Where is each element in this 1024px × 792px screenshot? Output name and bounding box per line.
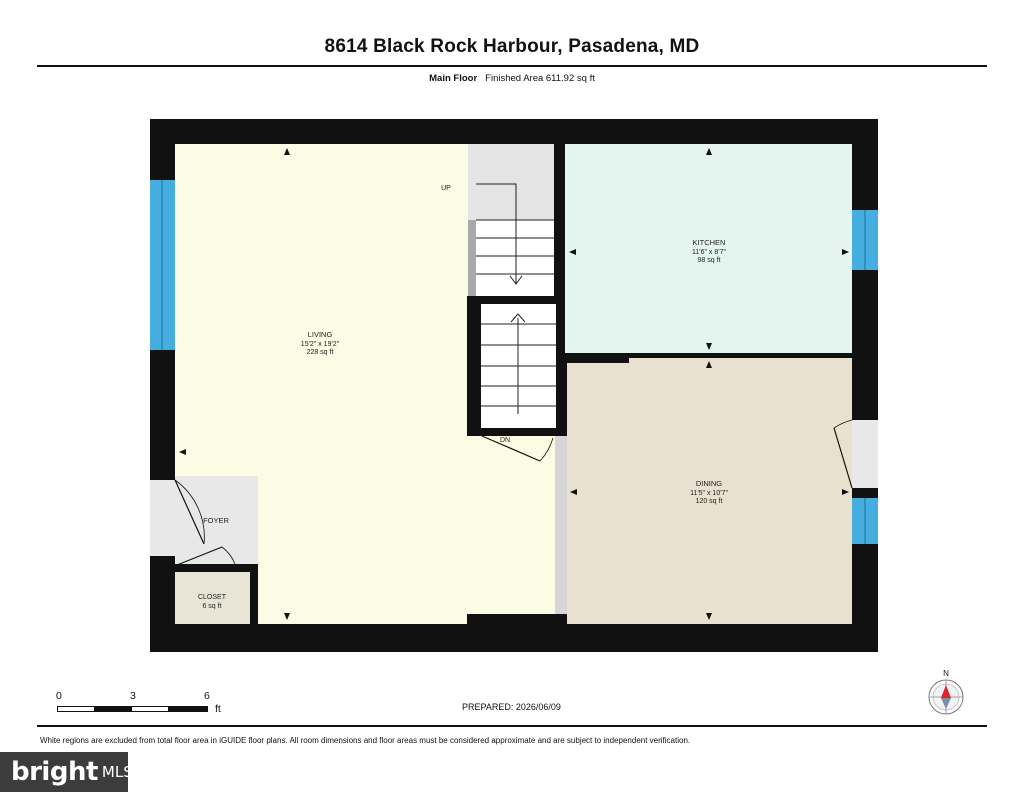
front-door-opening <box>150 480 175 556</box>
kitchen-area: 98 sq ft <box>698 257 721 264</box>
closet-door-leaf <box>176 546 223 566</box>
living-name: LIVING <box>308 330 333 339</box>
living-dims: 15'2" x 19'2" <box>301 341 340 348</box>
foyer-floor <box>175 476 258 572</box>
scale-segment <box>94 706 132 712</box>
prepared-date: PREPARED: 2026/06/09 <box>462 702 561 712</box>
stair-landing <box>468 144 554 220</box>
closet-top-wall <box>175 564 250 572</box>
scale-segment <box>168 706 208 712</box>
foyer-name: FOYER <box>203 516 229 525</box>
kitchen-dining-wall <box>565 353 629 363</box>
living-dining-opening <box>555 436 567 624</box>
side-door-leaf <box>833 427 853 489</box>
logo-word: bright <box>11 757 98 787</box>
stair-up-label: UP <box>441 185 451 192</box>
scale-tick-0: 0 <box>56 690 62 702</box>
side-door-opening <box>852 420 878 488</box>
dining-dims: 11'5" x 10'7" <box>690 490 728 497</box>
upper-stair-treads <box>476 219 554 275</box>
scale-segment <box>57 706 95 712</box>
dimension-markers <box>179 148 849 620</box>
dining-name: DINING <box>696 479 722 488</box>
upper-stair-flight <box>476 220 554 296</box>
bright-mls-logo: bright MLS <box>0 752 133 792</box>
disclaimer: White regions are excluded from total fl… <box>40 736 691 745</box>
closet-wall <box>250 564 258 626</box>
kitchen-dims: 11'6" x 8'7" <box>692 249 726 256</box>
stair-down-label: DN <box>500 437 510 444</box>
front-door-leaf <box>174 479 205 545</box>
kitchen-living-wall <box>554 144 565 296</box>
dining-area: 120 sq ft <box>696 498 723 505</box>
kitchen-name: KITCHEN <box>693 238 726 247</box>
dining-floor <box>567 358 852 624</box>
logo-mls: MLS <box>101 763 133 781</box>
scale-segment <box>131 706 169 712</box>
stair-up-arrow <box>476 183 517 283</box>
south-wall-thick <box>467 614 567 626</box>
closet-name: CLOSET <box>198 594 227 601</box>
kitchen-floor <box>565 144 852 353</box>
closet-floor <box>175 572 250 624</box>
floor-label: Main Floor <box>429 73 478 84</box>
scale-tick-6: 6 <box>204 690 210 702</box>
finished-area: Finished Area 611.92 sq ft <box>485 73 595 84</box>
stair-door-leaf <box>481 435 541 462</box>
compass-north-label: N <box>943 669 949 678</box>
stair-rail <box>468 220 476 296</box>
footer-divider <box>37 725 987 727</box>
header-divider <box>37 65 987 67</box>
closet-area: 6 sq ft <box>202 603 221 610</box>
scale-unit: ft <box>215 703 221 715</box>
north-compass-icon: N <box>928 669 964 715</box>
scale-tick-3: 3 <box>130 690 136 702</box>
floor-info: Main Floor Finished Area 611.92 sq ft <box>0 73 1024 84</box>
plan-title: 8614 Black Rock Harbour, Pasadena, MD <box>324 36 700 57</box>
living-area: 228 sq ft <box>307 349 334 356</box>
